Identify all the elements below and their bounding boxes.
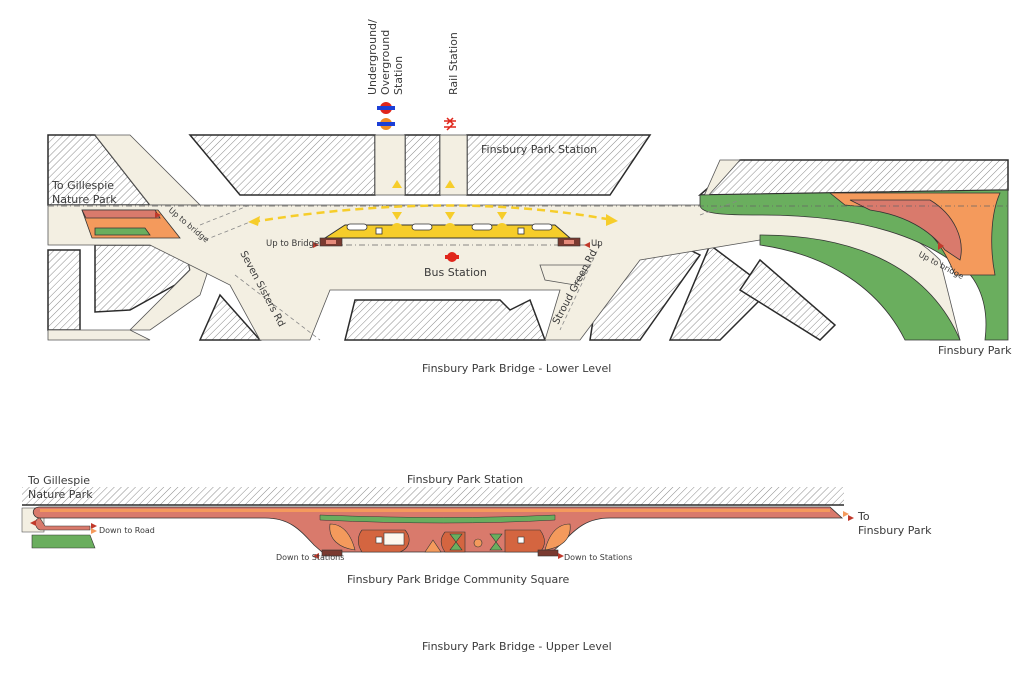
- underground-roundel-icon: [377, 102, 395, 114]
- lower-level-caption: Finsbury Park Bridge - Lower Level: [422, 362, 611, 375]
- finsbury-park-label: Finsbury Park: [938, 344, 1012, 357]
- arrow-left-icon: [248, 216, 260, 226]
- gillespie-label-line1: To Gillespie: [51, 179, 114, 192]
- arrow-right-icon: [606, 214, 618, 226]
- green-strip: [31, 534, 96, 549]
- gillespie-label-line2: Nature Park: [52, 193, 117, 206]
- underground-label: Underground/ Overground Station: [366, 19, 405, 95]
- bus-station-label: Bus Station: [424, 266, 487, 279]
- lower-level-plan: Underground/ Overground Station Rail Sta…: [47, 19, 1012, 375]
- dashed-lines: [48, 205, 1008, 246]
- community-square-label: Finsbury Park Bridge Community Square: [347, 573, 570, 586]
- arrow-down-icon: [497, 212, 507, 220]
- svg-text:Overground: Overground: [379, 30, 392, 95]
- crosswalks: [199, 199, 741, 341]
- ramp-left: [81, 209, 181, 239]
- station-label: Finsbury Park Station: [481, 143, 597, 156]
- lift-icon: [517, 227, 525, 235]
- upper-direction-arrows: [30, 515, 854, 559]
- down-to-stations-right-label: Down to Stations: [564, 553, 632, 562]
- to-finsbury-park-line2: Finsbury Park: [858, 524, 932, 537]
- square-features: [321, 523, 571, 557]
- overground-roundel-icon: [377, 118, 395, 130]
- bridge-deck: [32, 506, 844, 553]
- arrow-up-icon: [445, 180, 455, 188]
- bridge-footprint: [248, 180, 618, 247]
- direction-arrows: [155, 212, 944, 250]
- arrow-down-icon: [445, 212, 455, 220]
- down-to-road-label: Down to Road: [99, 526, 155, 535]
- upper-gillespie-label-line2: Nature Park: [28, 488, 93, 501]
- station-building: [22, 487, 844, 505]
- upper-station-label: Finsbury Park Station: [407, 473, 523, 486]
- bus-roundel-icon: [445, 252, 459, 262]
- lift-icon: [375, 536, 383, 544]
- upper-level-caption: Finsbury Park Bridge - Upper Level: [422, 640, 612, 653]
- up-label: Up: [591, 239, 603, 249]
- lift-icon: [375, 227, 383, 235]
- lift-icon: [517, 536, 525, 544]
- arrow-up-icon: [392, 180, 402, 188]
- up-to-bridge-label: Up to Bridge: [266, 239, 319, 249]
- ramp-right: [828, 192, 1001, 276]
- svg-text:Station: Station: [392, 56, 405, 95]
- svg-text:Underground/: Underground/: [366, 19, 379, 95]
- upper-level-plan: To Gillespie Nature Park Finsbury Park S…: [21, 473, 932, 653]
- arrow-down-icon: [392, 212, 402, 220]
- down-to-stations-left-label: Down to Stations: [276, 553, 344, 562]
- to-finsbury-park-line1: To: [857, 510, 870, 523]
- upper-gillespie-label-line1: To Gillespie: [27, 474, 90, 487]
- vehicle-icons: [346, 223, 553, 231]
- rail-station-label: Rail Station: [447, 32, 460, 95]
- national-rail-icon: [444, 117, 456, 131]
